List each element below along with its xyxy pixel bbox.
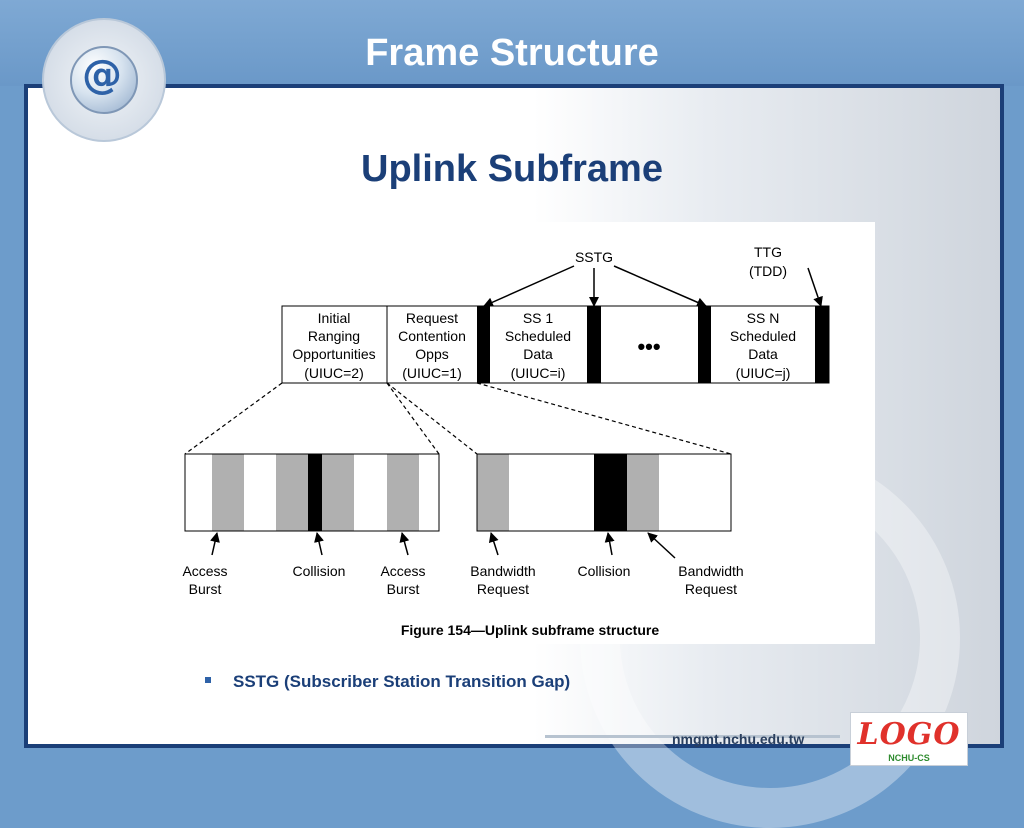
label-bandwidth-request-1: Bandwidth Request bbox=[470, 563, 535, 597]
svg-text:Request: Request bbox=[406, 310, 458, 326]
ttg-arrow bbox=[807, 267, 823, 307]
access-burst-arrow-2 bbox=[399, 532, 410, 556]
svg-text:Data: Data bbox=[748, 346, 778, 362]
svg-text:Collision: Collision bbox=[578, 563, 631, 579]
svg-text:Opps: Opps bbox=[415, 346, 448, 362]
figure-caption: Figure 154—Uplink subframe structure bbox=[401, 622, 660, 638]
slide-title: Frame Structure bbox=[365, 32, 659, 74]
svg-text:Scheduled: Scheduled bbox=[505, 328, 571, 344]
svg-text:Ranging: Ranging bbox=[308, 328, 360, 344]
svg-text:(UIUC=j): (UIUC=j) bbox=[736, 365, 791, 381]
bandwidth-request-arrow-2 bbox=[647, 532, 676, 559]
svg-text:(UIUC=i): (UIUC=i) bbox=[511, 365, 566, 381]
segment-initial-ranging: Initial Ranging Opportunities (UIUC=2) bbox=[292, 310, 375, 381]
svg-text:Access: Access bbox=[380, 563, 425, 579]
label-collision-1: Collision bbox=[293, 563, 346, 579]
slide-subtitle: Uplink Subframe bbox=[361, 148, 663, 190]
ttg-label: TTG bbox=[754, 244, 782, 260]
sstg-gap-2 bbox=[587, 306, 601, 383]
footer-url: nmgmt.nchu.edu.tw bbox=[672, 731, 805, 747]
segment-ssn-scheduled: SS N Scheduled Data (UIUC=j) bbox=[730, 310, 796, 381]
footer-divider bbox=[545, 735, 840, 738]
tdd-label: (TDD) bbox=[749, 263, 787, 279]
segment-request-contention: Request Contention Opps (UIUC=1) bbox=[398, 310, 466, 381]
svg-text:Bandwidth: Bandwidth bbox=[678, 563, 743, 579]
ellipsis: ••• bbox=[637, 334, 660, 359]
footer-logo: LOGO NCHU-CS bbox=[850, 712, 968, 766]
label-access-burst-2: Access Burst bbox=[380, 563, 425, 597]
at-sign-icon: @ bbox=[82, 52, 122, 98]
sstg-arrow-1 bbox=[483, 265, 575, 307]
sstg-gap-1 bbox=[477, 306, 490, 383]
svg-text:Burst: Burst bbox=[189, 581, 222, 597]
logo-subtext: NCHU-CS bbox=[888, 753, 930, 763]
svg-text:Request: Request bbox=[685, 581, 737, 597]
bullet-square-icon bbox=[205, 676, 211, 683]
at-logo-circle bbox=[70, 46, 138, 114]
access-burst-arrow-1 bbox=[210, 532, 220, 556]
sstg-arrow-3 bbox=[613, 265, 707, 307]
sstg-label: SSTG bbox=[575, 249, 613, 265]
top-bar-outline bbox=[281, 305, 830, 384]
label-collision-2: Collision bbox=[578, 563, 631, 579]
collision-arrow-2 bbox=[604, 532, 615, 556]
title-bar bbox=[0, 0, 1024, 86]
svg-text:SS 1: SS 1 bbox=[523, 310, 554, 326]
uplink-subframe-figure: SSTG TTG (TDD) Initial Ranging Opportuni… bbox=[170, 222, 875, 644]
svg-text:Request: Request bbox=[477, 581, 529, 597]
svg-text:Bandwidth: Bandwidth bbox=[470, 563, 535, 579]
svg-text:Data: Data bbox=[523, 346, 553, 362]
svg-text:Access: Access bbox=[182, 563, 227, 579]
bullet-item: SSTG (Subscriber Station Transition Gap) bbox=[205, 672, 570, 692]
svg-text:Contention: Contention bbox=[398, 328, 466, 344]
svg-text:Collision: Collision bbox=[293, 563, 346, 579]
svg-text:(UIUC=2): (UIUC=2) bbox=[304, 365, 364, 381]
segment-ss1-scheduled: SS 1 Scheduled Data (UIUC=i) bbox=[505, 310, 571, 381]
svg-text:Scheduled: Scheduled bbox=[730, 328, 796, 344]
bandwidth-request-arrow-1 bbox=[488, 532, 499, 556]
svg-text:Opportunities: Opportunities bbox=[292, 346, 375, 362]
svg-text:(UIUC=1): (UIUC=1) bbox=[402, 365, 462, 381]
bullet-text: SSTG (Subscriber Station Transition Gap) bbox=[233, 672, 571, 691]
svg-text:SS N: SS N bbox=[747, 310, 780, 326]
svg-text:Initial: Initial bbox=[318, 310, 351, 326]
svg-text:Burst: Burst bbox=[387, 581, 420, 597]
label-bandwidth-request-2: Bandwidth Request bbox=[678, 563, 743, 597]
label-access-burst-1: Access Burst bbox=[182, 563, 227, 597]
logo-text: LOGO bbox=[857, 717, 961, 752]
collision-arrow-1 bbox=[314, 532, 324, 556]
ttg-gap bbox=[815, 306, 829, 383]
sstg-gap-3 bbox=[698, 306, 711, 383]
uplink-subframe-diagram: SSTG TTG (TDD) Initial Ranging Opportuni… bbox=[182, 244, 830, 638]
expansion-lines bbox=[184, 382, 732, 455]
